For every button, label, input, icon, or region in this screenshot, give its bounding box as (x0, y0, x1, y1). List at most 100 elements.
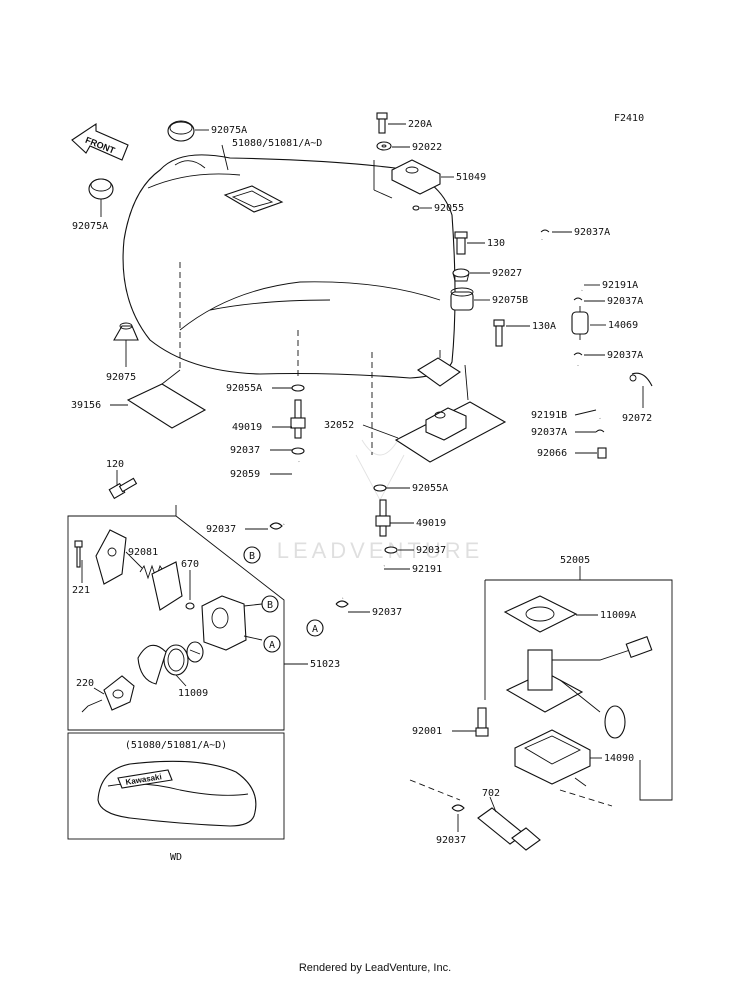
callout-14069: 14069 (608, 320, 638, 331)
oring-670 (185, 602, 195, 610)
damper-92075a-left (88, 178, 114, 200)
callout-32052: 32052 (324, 420, 354, 431)
oring-92055a-1 (291, 384, 305, 392)
callout-92075a-top: 92075A (211, 125, 247, 136)
callout-92191a: 92191A (602, 280, 638, 291)
pump-base (505, 649, 584, 713)
callout-92022: 92022 (412, 142, 442, 153)
bowl (103, 675, 135, 711)
callout-52005: 52005 (560, 555, 590, 566)
spring-92081 (139, 564, 165, 580)
callout-92075: 92075 (106, 372, 136, 383)
clamp-92037a-1 (540, 229, 550, 233)
marker-a-lower (306, 619, 324, 637)
callout-51023: 51023 (310, 659, 340, 670)
callout-49019-2: 49019 (416, 518, 446, 529)
inset-box (67, 732, 285, 840)
fuel-tank (122, 154, 461, 387)
pad-39156 (126, 383, 207, 429)
marker-b-lower (243, 546, 261, 564)
marker-b-lower-label: B (249, 551, 255, 562)
callout-92037a-1: 92037A (574, 227, 610, 238)
clamp-92037-5 (451, 804, 465, 812)
bolt-120 (108, 477, 138, 500)
plate (151, 561, 183, 611)
damper-92075b (450, 287, 474, 311)
clamp-92037-3 (384, 546, 398, 554)
damper-92075 (113, 322, 139, 341)
clamp-92037-4 (335, 600, 349, 608)
clamp-92037-1 (291, 447, 305, 455)
watermark-text: LEADVENTURE (277, 538, 484, 563)
screw-220 (81, 699, 103, 713)
tap-49019-2 (375, 499, 391, 537)
bolt-220a (376, 112, 388, 134)
footer-credit: Rendered by LeadVenture, Inc. (298, 962, 452, 974)
clamp-92037a-2 (573, 297, 583, 301)
inset-title: (51080/51081/A~D) (125, 740, 227, 751)
washer-92022 (376, 141, 392, 151)
callout-120: 120 (106, 459, 124, 470)
callout-92037-5: 92037 (436, 835, 466, 846)
callout-130a: 130A (532, 321, 556, 332)
filter-cup (186, 641, 204, 663)
callout-92037-2: 92037 (206, 524, 236, 535)
marker-b-upper (261, 595, 279, 613)
front-arrow-icon: FRONT (71, 122, 129, 161)
fitting-92066 (597, 447, 607, 459)
callout-92075b: 92075B (492, 295, 528, 306)
diagram-code: F2410 (614, 113, 644, 124)
bracket-32052 (394, 364, 507, 463)
marker-b-upper-label: B (267, 600, 273, 611)
damper-92075a-top (167, 120, 195, 142)
callout-39156: 39156 (71, 400, 101, 411)
tank-side-view (97, 760, 257, 827)
fuel-cock-cup (137, 644, 167, 685)
callout-92066: 92066 (537, 448, 567, 459)
callout-92037a-4: 92037A (531, 427, 567, 438)
clamp-92037a-4 (595, 429, 605, 433)
callout-51049: 51049 (456, 172, 486, 183)
oring-92055 (412, 205, 420, 211)
callout-220a: 220A (408, 119, 432, 130)
fuel-pump-box (484, 579, 673, 801)
callout-92037-4: 92037 (372, 607, 402, 618)
callout-92072: 92072 (622, 413, 652, 424)
clamp-92037a-3 (573, 352, 583, 356)
hose-92191a (541, 239, 584, 291)
callout-130: 130 (487, 238, 505, 249)
band-92072 (629, 372, 653, 387)
marker-a-lower-label: A (312, 624, 318, 635)
callout-92037a-3: 92037A (607, 350, 643, 361)
callout-49019-1: 49019 (232, 422, 262, 433)
callout-92191b: 92191B (531, 410, 567, 421)
cap-51049 (391, 159, 441, 195)
callout-92027: 92027 (492, 268, 522, 279)
callout-92059: 92059 (230, 469, 260, 480)
callout-92075a-left: 92075A (72, 221, 108, 232)
callout-14090: 14090 (604, 753, 634, 764)
callout-220: 220 (76, 678, 94, 689)
oring-92055a-2 (373, 484, 387, 492)
tube-702 (477, 807, 541, 851)
screw-221 (74, 540, 83, 568)
oring-11009 (163, 644, 189, 676)
callout-11009a: 11009A (600, 610, 636, 621)
leader-lines (81, 123, 644, 832)
clamp-92037-2 (269, 522, 283, 530)
pump-14090 (514, 729, 591, 785)
callout-51080: 51080/51081/A~D (232, 138, 322, 149)
connector (625, 635, 653, 659)
callout-221: 221 (72, 585, 90, 596)
callout-92037-1: 92037 (230, 445, 260, 456)
inset-caption: WD (170, 852, 182, 863)
callout-92055a-2: 92055A (412, 483, 448, 494)
tap-49019-1 (290, 399, 306, 439)
callout-92055a-1: 92055A (226, 383, 262, 394)
hose-92191b (577, 365, 601, 419)
callout-92037-3: 92037 (416, 545, 446, 556)
marker-a-upper (263, 635, 281, 653)
watermark: LEADVENTURE (277, 439, 484, 563)
lever-plate (95, 529, 127, 585)
